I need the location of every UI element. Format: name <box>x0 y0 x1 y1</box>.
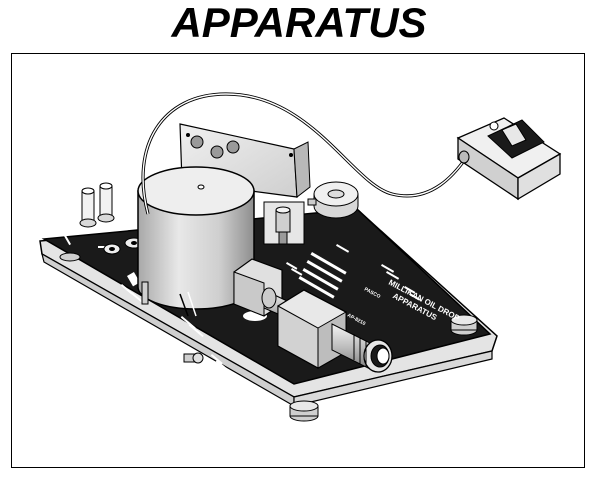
side-valve <box>183 352 204 364</box>
foot-left <box>59 252 81 262</box>
remote-switch-box <box>456 117 562 201</box>
small-cylinder <box>263 201 305 245</box>
apparatus-illustration: MILLIKAN OIL DROP APPARATUS AP-8210 PASC… <box>39 92 562 422</box>
scale-indicator <box>298 251 347 299</box>
binding-posts <box>79 182 144 255</box>
viewing-telescope <box>233 258 393 373</box>
foot-right <box>450 314 478 336</box>
foot-front <box>289 400 319 422</box>
focus-wheel <box>307 181 359 219</box>
panel-markings <box>62 232 421 371</box>
page-title: APPARATUS <box>171 0 427 46</box>
figure-frame: MILLIKAN OIL DROP APPARATUS AP-8210 PASC… <box>11 53 585 468</box>
droplet-chamber-housing <box>137 166 255 317</box>
